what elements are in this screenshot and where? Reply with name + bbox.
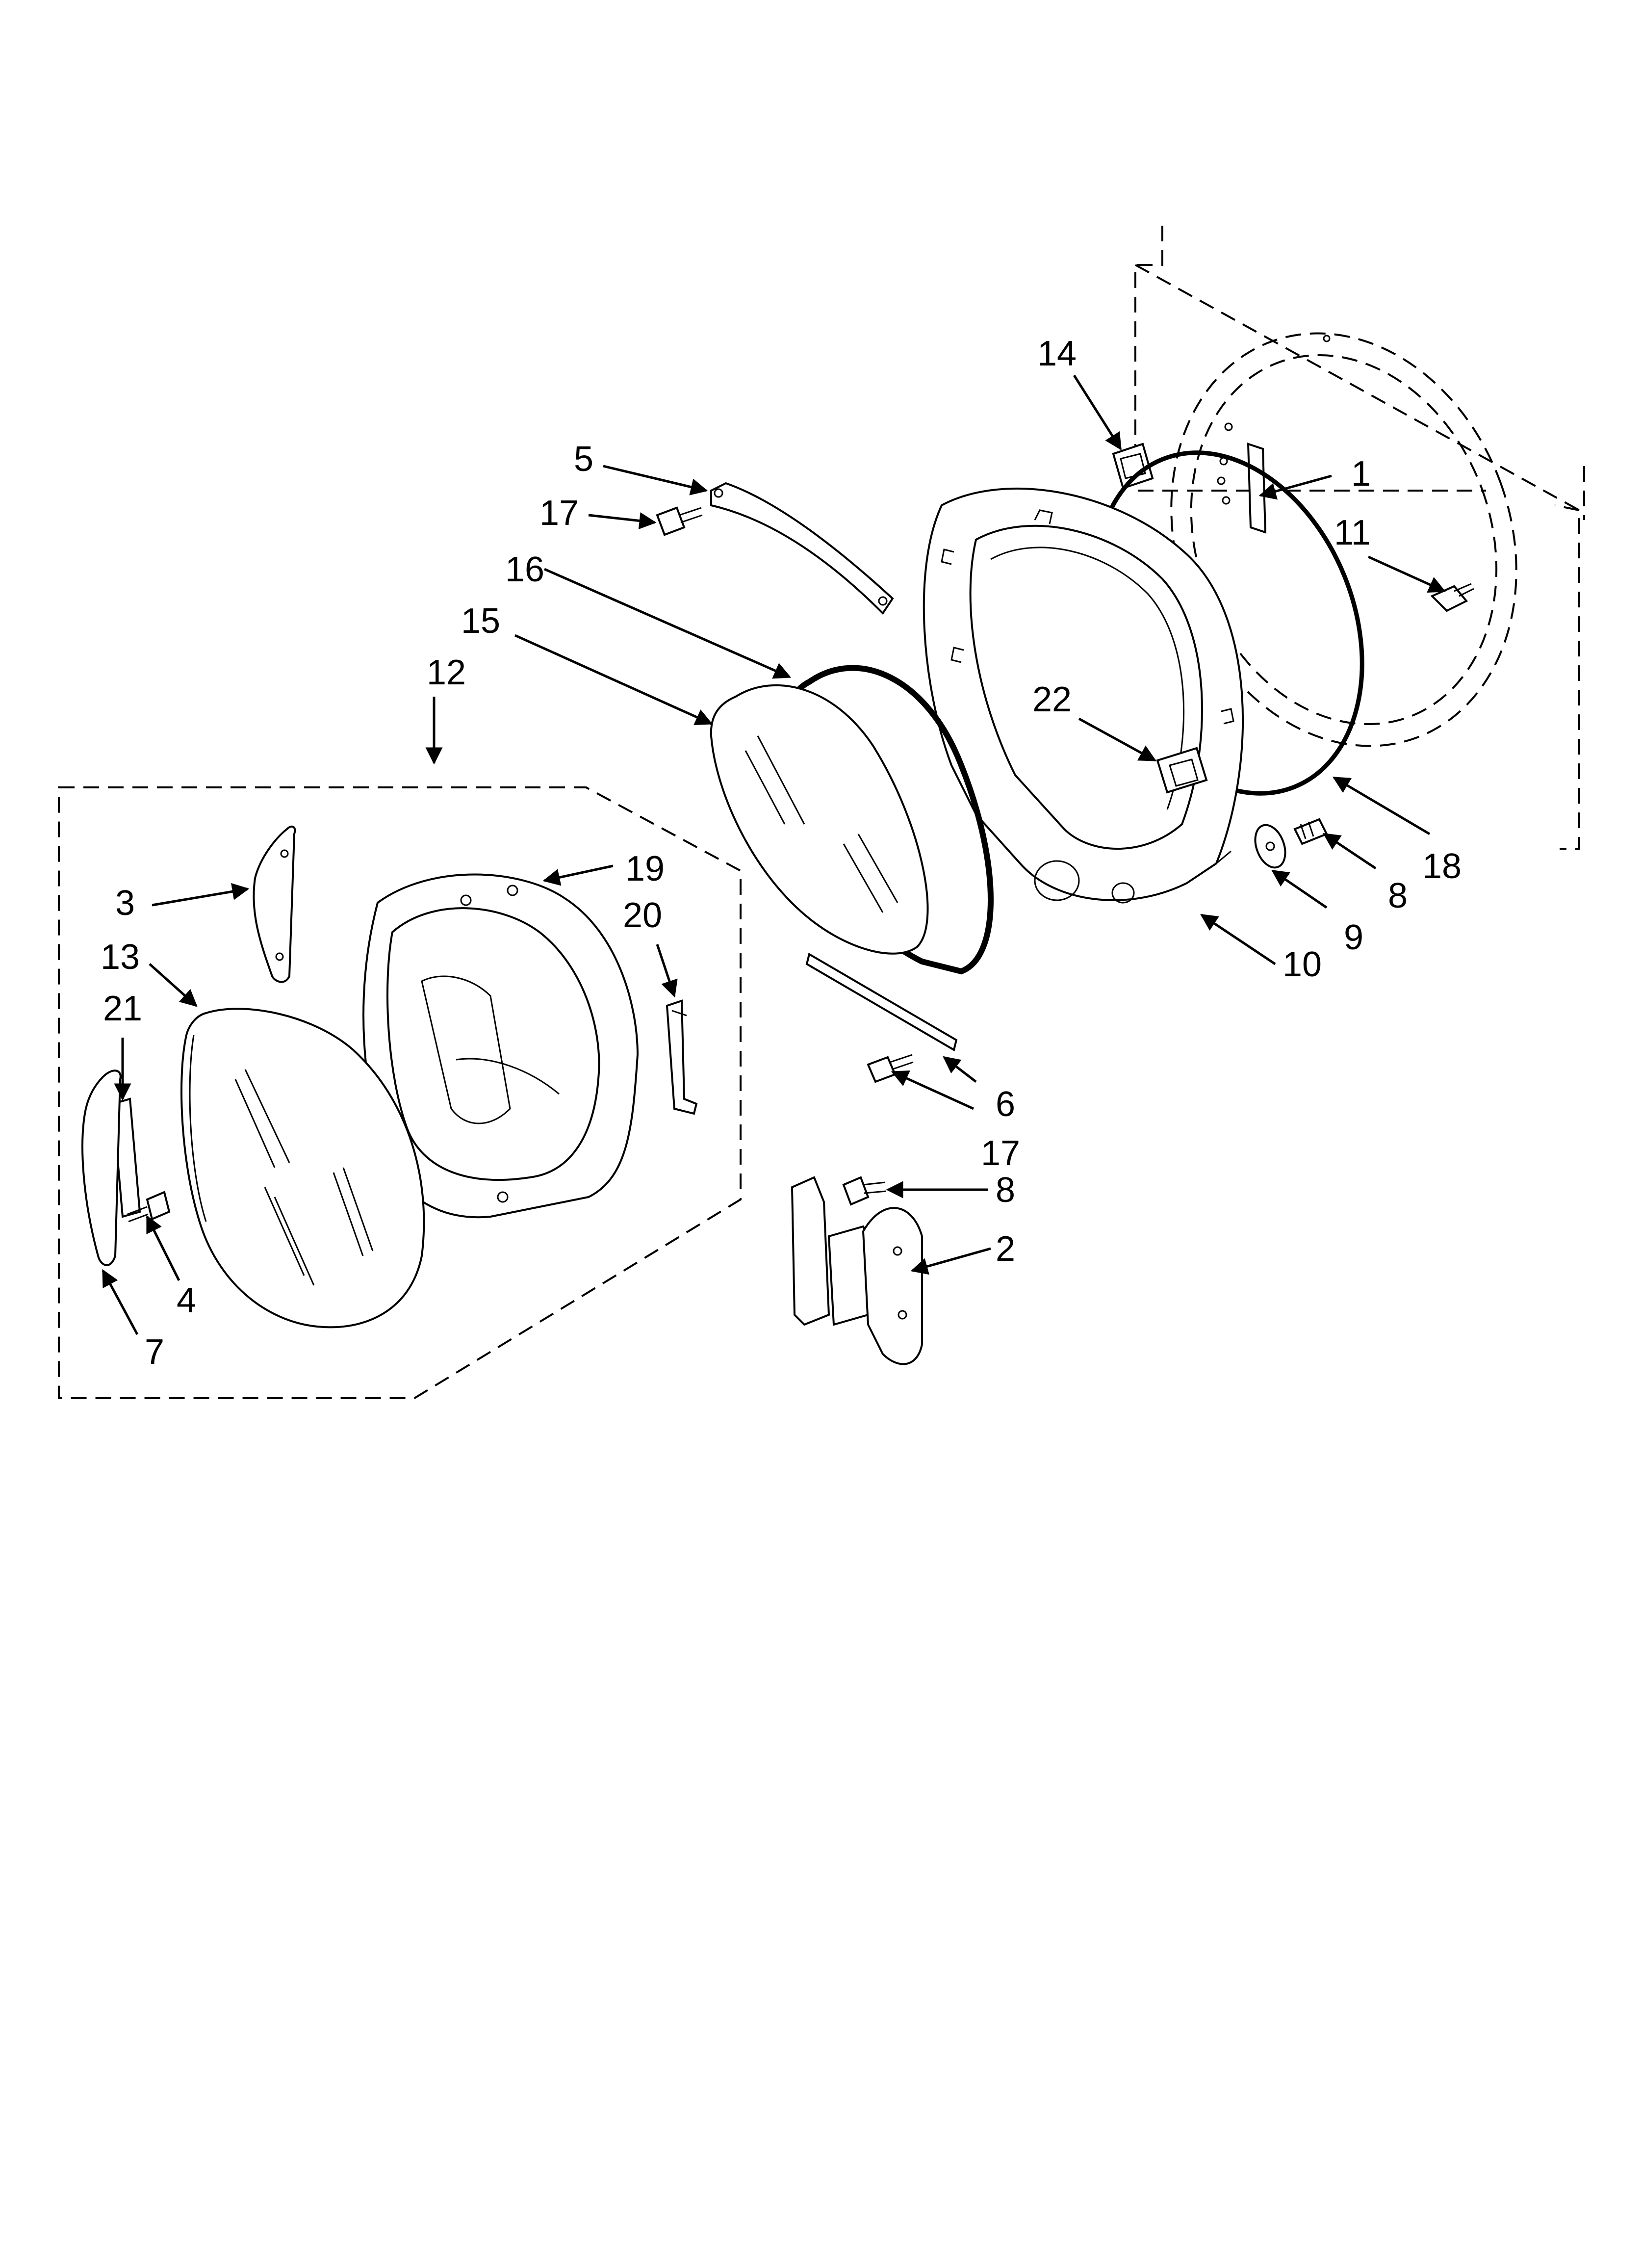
leader-lines: [102, 374, 1446, 1335]
label-part-22: 22: [1032, 680, 1072, 719]
part-2-hinge: [791, 1176, 923, 1365]
label-part-10: 10: [1283, 945, 1322, 984]
label-part-8-upper: 8: [1388, 876, 1408, 915]
label-part-8-lower: 8: [996, 1171, 1015, 1210]
part-6-lower-strip: [805, 952, 958, 1052]
part-10-front-panel: [923, 487, 1244, 904]
part-1-strip: [1247, 443, 1267, 534]
label-part-17-lower: 17: [981, 1134, 1020, 1173]
label-part-14: 14: [1037, 334, 1077, 373]
part-12-door-assembly-group: [58, 786, 742, 1399]
part-22-latch: [1156, 747, 1208, 794]
part-19-outer-door-frame: [362, 873, 639, 1219]
label-part-7: 7: [145, 1332, 164, 1372]
label-part-17-upper: 17: [539, 494, 579, 533]
label-part-18: 18: [1422, 847, 1462, 886]
part-9-hinge-plate: [1254, 824, 1286, 869]
part-8-screw-upper: [1293, 818, 1328, 845]
part-13-outer-glass: [180, 1008, 425, 1329]
part-4-screw: [127, 1191, 171, 1223]
part-20-bracket: [666, 999, 698, 1115]
label-part-6: 6: [996, 1085, 1015, 1124]
label-part-11: 11: [1334, 513, 1371, 552]
label-part-15: 15: [461, 601, 500, 641]
part-14-latch-strike: [1112, 443, 1154, 490]
label-part-4: 4: [177, 1281, 196, 1320]
label-part-1: 1: [1351, 454, 1371, 494]
part-17-screw-upper: [656, 506, 703, 536]
label-part-12: 12: [427, 653, 466, 692]
label-part-19: 19: [625, 849, 665, 888]
part-15-inner-glass: [710, 684, 929, 955]
label-part-13: 13: [101, 938, 140, 977]
label-part-3: 3: [115, 884, 135, 923]
label-part-16: 16: [505, 550, 544, 589]
label-part-9: 9: [1344, 918, 1363, 957]
label-part-5: 5: [574, 440, 593, 479]
label-part-2: 2: [996, 1229, 1015, 1269]
label-part-21: 21: [103, 989, 142, 1028]
part-5-top-bracket: [710, 482, 894, 615]
part-labels: 1 2 3 4 5 6 7 8 8 9 10 11 12 13 14 15 16…: [101, 334, 1462, 1372]
part-7-handle: [81, 1069, 122, 1266]
part-3-hinge-cover: [253, 825, 296, 983]
part-8-screw-lower: [842, 1176, 887, 1206]
label-part-20: 20: [623, 896, 662, 935]
